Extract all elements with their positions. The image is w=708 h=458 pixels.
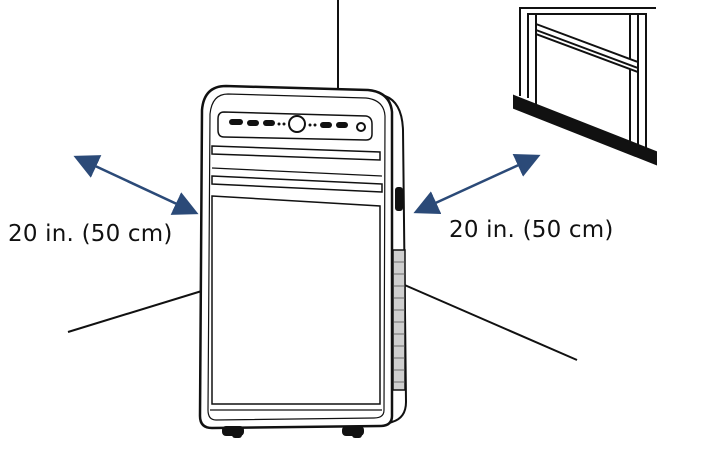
side-grille: [392, 249, 406, 391]
right-clearance-label: 20 in. (50 cm): [449, 217, 614, 243]
display-dial: [288, 115, 306, 133]
control-buttons: [229, 115, 366, 133]
louver-slot-upper: [211, 145, 381, 161]
control-button: [247, 120, 259, 126]
window-frame-outer: [519, 7, 656, 96]
arrow-left: [73, 155, 199, 215]
clearance-arrows: [73, 153, 541, 215]
floor-line-left: [67, 289, 206, 333]
floor-line-right: [399, 282, 578, 361]
indicator-dot: [308, 123, 312, 127]
arrow-right: [413, 153, 541, 215]
window-sill: [513, 94, 657, 166]
control-button: [229, 119, 243, 125]
side-handle: [395, 187, 403, 211]
control-button: [320, 122, 332, 128]
control-button: [263, 120, 275, 126]
front-panel: [211, 195, 381, 405]
window-icon: [513, 7, 657, 166]
louver-slot-lower: [211, 175, 383, 193]
left-clearance-label: 20 in. (50 cm): [8, 221, 173, 247]
portable-air-conditioner-icon: [198, 84, 408, 438]
power-button: [356, 122, 366, 132]
control-button: [336, 122, 348, 128]
window-rail-line: [535, 29, 639, 69]
window-frame-inner: [527, 13, 647, 152]
indicator-dot: [313, 123, 317, 127]
caster: [352, 430, 362, 438]
room-lines: [67, 0, 578, 361]
side-grille-lines: [393, 261, 405, 383]
louver-edge: [211, 167, 383, 177]
caster: [232, 430, 242, 438]
indicator-dot: [282, 122, 286, 126]
casters: [222, 426, 364, 438]
indicator-dot: [277, 122, 281, 126]
unit-body-inner: [207, 93, 386, 421]
